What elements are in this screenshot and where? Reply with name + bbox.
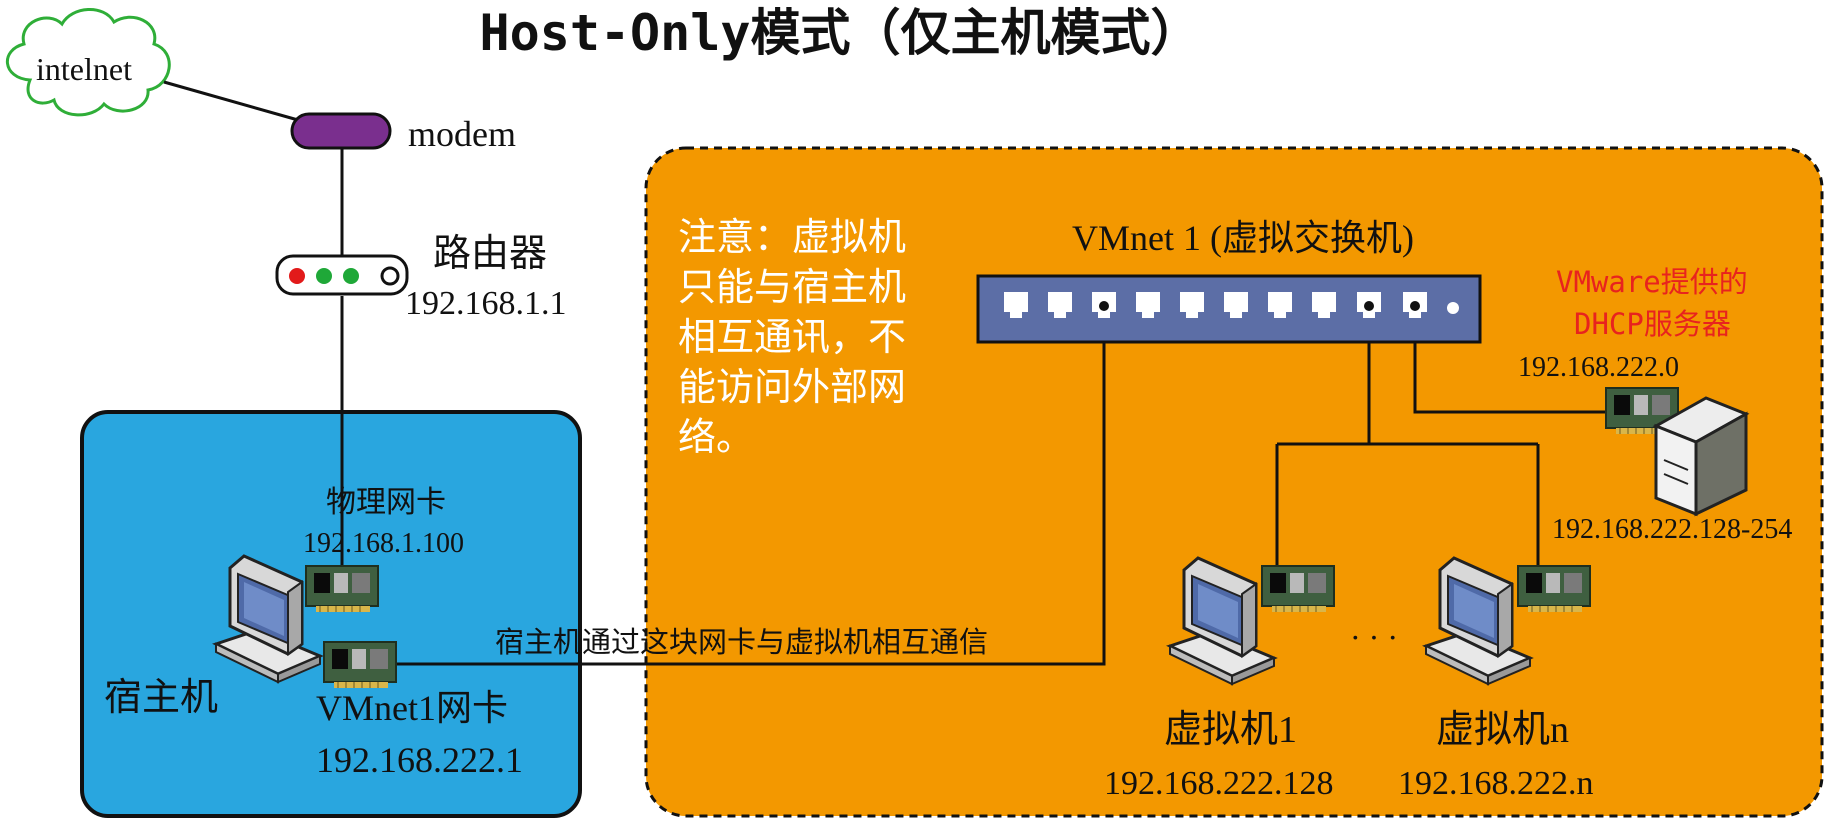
switch-label: VMnet 1 (虚拟交换机) — [1072, 218, 1414, 258]
vmn-ip: 192.168.222.n — [1398, 765, 1594, 802]
server-icon — [1652, 396, 1750, 517]
dhcp-ip-top: 192.168.222.0 — [1518, 352, 1679, 383]
router-name: 路由器 — [433, 233, 547, 275]
router-led-green-2 — [343, 268, 359, 284]
note-line-5: 络。 — [678, 415, 754, 459]
dhcp-ip-range: 192.168.222.128-254 — [1552, 514, 1792, 545]
dhcp-label-line-2: DHCP服务器 — [1574, 307, 1731, 341]
physical-nic-icon — [305, 565, 379, 613]
cloud-label: intelnet — [36, 51, 132, 87]
router-led-off — [380, 266, 400, 286]
ellipsis: · · · — [1350, 619, 1398, 655]
router-led-red — [289, 268, 305, 284]
note-line-4: 能访问外部网 — [678, 365, 906, 409]
vm1-name: 虚拟机1 — [1164, 709, 1297, 751]
vm1-ip: 192.168.222.128 — [1104, 765, 1334, 802]
vmnet1-nic-icon — [323, 641, 397, 689]
note-line-3: 相互通讯，不 — [678, 315, 906, 359]
page-title: Host-Only模式（仅主机模式） — [480, 4, 1201, 62]
note-line-2: 只能与宿主机 — [678, 265, 906, 309]
switch-status-led — [1447, 302, 1459, 314]
vmnet1-nic-label: VMnet1网卡 — [316, 688, 508, 728]
modem-icon — [290, 112, 392, 150]
router-led-green-1 — [316, 268, 332, 284]
host-name: 宿主机 — [104, 677, 218, 719]
link-label: 宿主机通过这块网卡与虚拟机相互通信 — [495, 626, 988, 659]
virtual-switch-icon — [976, 274, 1482, 344]
vm-zone — [644, 146, 1824, 818]
switch-port-dot-9 — [1364, 301, 1374, 311]
note-line-1: 注意：虚拟机 — [678, 215, 906, 259]
vmnet1-nic-ip: 192.168.222.1 — [316, 740, 523, 780]
router-ip: 192.168.1.1 — [405, 285, 567, 322]
dhcp-label-line-1: VMware提供的 — [1556, 265, 1748, 299]
host-zone — [80, 410, 582, 818]
modem-label: modem — [408, 114, 516, 154]
router-icon — [275, 254, 409, 296]
cloud-icon — [5, 8, 171, 117]
vmn-nic-icon — [1517, 565, 1591, 613]
vm1-nic-icon — [1261, 565, 1335, 613]
switch-port-dot-10 — [1410, 301, 1420, 311]
switch-port-dot-3 — [1099, 301, 1109, 311]
physical-nic-ip: 192.168.1.100 — [303, 528, 464, 559]
vmn-name: 虚拟机n — [1436, 709, 1569, 751]
physical-nic-label: 物理网卡 — [326, 486, 446, 519]
